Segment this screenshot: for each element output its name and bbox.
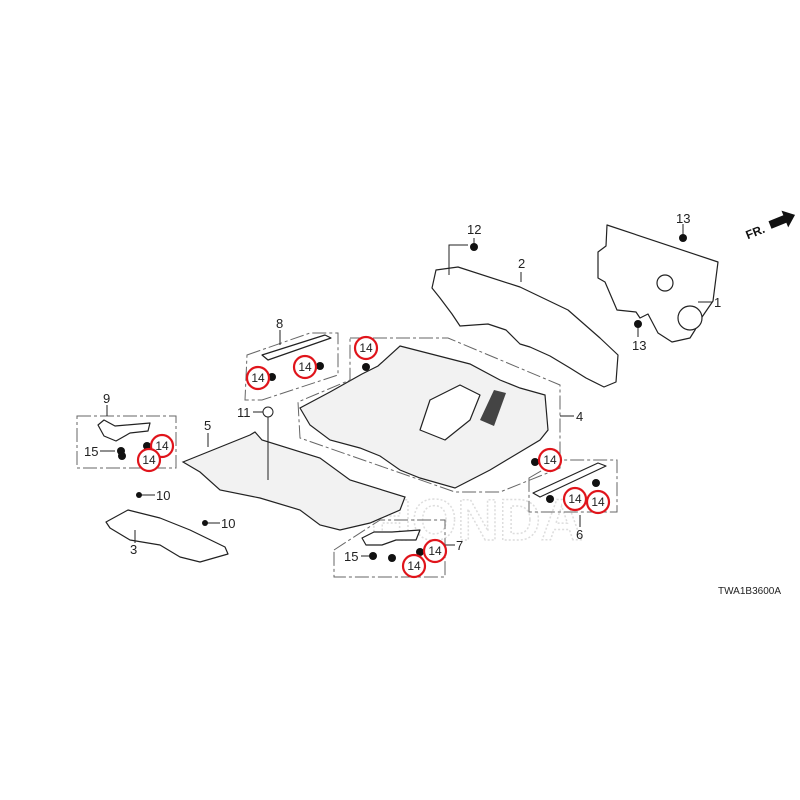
drawing-code: TWA1B3600A xyxy=(718,586,781,597)
part-1-hole xyxy=(656,274,674,292)
callout-10-left: 10 xyxy=(156,488,170,503)
highlighted-callouts-14: 14 14 14 14 14 14 14 14 14 14 xyxy=(136,335,611,579)
svg-text:14: 14 xyxy=(359,341,373,355)
part-1-hole xyxy=(677,305,703,331)
group-box-8 xyxy=(244,332,339,401)
clip-fasteners xyxy=(117,234,687,562)
part-7-trim-piece[interactable] xyxy=(361,529,421,546)
svg-text:14: 14 xyxy=(251,371,265,385)
part-6-trim-strip[interactable] xyxy=(532,462,607,498)
part-2-dashboard-insulator[interactable] xyxy=(431,266,619,388)
front-direction-indicator: FR. xyxy=(744,210,796,242)
svg-text:14: 14 xyxy=(407,559,421,573)
svg-text:14: 14 xyxy=(155,439,169,453)
callout-15-left: 15 xyxy=(84,444,98,459)
callout-14[interactable]: 14 xyxy=(292,354,318,380)
svg-text:14: 14 xyxy=(591,495,605,509)
callout-14[interactable]: 14 xyxy=(245,365,271,391)
group-box-9 xyxy=(76,415,177,469)
part-5-rear-floor-carpet[interactable] xyxy=(181,431,406,531)
callout-15-right: 15 xyxy=(344,549,358,564)
callout-14[interactable]: 14 xyxy=(562,486,588,512)
callout-6: 6 xyxy=(576,527,583,542)
callout-7: 7 xyxy=(456,538,463,553)
svg-text:14: 14 xyxy=(298,360,312,374)
group-box-4 xyxy=(297,337,561,493)
svg-text:14: 14 xyxy=(142,453,156,467)
callout-10-right: 10 xyxy=(221,516,235,531)
callout-13-bottom: 13 xyxy=(632,338,646,353)
part-8-trim-strip[interactable] xyxy=(261,334,332,361)
callout-14[interactable]: 14 xyxy=(136,447,162,473)
svg-text:14: 14 xyxy=(543,453,557,467)
part-3-insulator[interactable] xyxy=(105,509,229,563)
callout-12: 12 xyxy=(467,222,481,237)
callout-13-top: 13 xyxy=(676,211,690,226)
part-4-footrest xyxy=(480,390,506,426)
callout-11: 11 xyxy=(237,405,251,420)
part-4-tunnel xyxy=(419,384,481,441)
callout-1: 1 xyxy=(714,295,721,310)
callout-14[interactable]: 14 xyxy=(422,538,448,564)
callout-4: 4 xyxy=(576,409,583,424)
svg-text:14: 14 xyxy=(568,492,582,506)
part-9-trim-piece[interactable] xyxy=(97,419,151,442)
callout-2: 2 xyxy=(518,256,525,271)
callout-5: 5 xyxy=(204,418,211,433)
callout-14[interactable]: 14 xyxy=(401,553,427,579)
callout-14[interactable]: 14 xyxy=(585,489,611,515)
leader-2 xyxy=(448,244,522,282)
callout-8: 8 xyxy=(276,316,283,331)
front-label: FR. xyxy=(744,222,767,242)
svg-text:14: 14 xyxy=(428,544,442,558)
callout-14[interactable]: 14 xyxy=(353,335,379,361)
callout-3: 3 xyxy=(130,542,137,557)
front-arrow-icon xyxy=(768,210,796,229)
callout-9: 9 xyxy=(103,391,110,406)
callout-14[interactable]: 14 xyxy=(537,447,563,473)
